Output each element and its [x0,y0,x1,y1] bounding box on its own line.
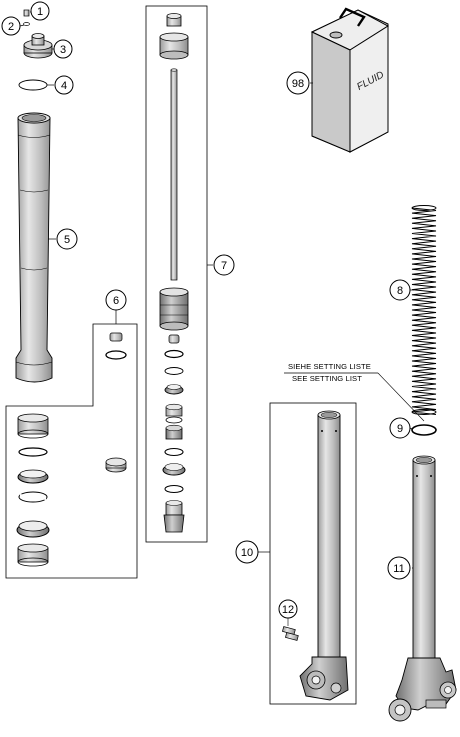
callout-number: 11 [393,563,404,575]
callout-2: 2 [1,16,21,36]
callout-circle [286,71,310,95]
fluid-can: FLUID [310,7,389,153]
callout-number: 5 [64,234,70,246]
callout-circle [56,228,78,250]
callout-circle [54,75,74,95]
callout-circle [1,16,21,36]
callout-number: 7 [221,260,227,272]
callout-circle [105,289,127,311]
callout-number: 4 [61,80,67,92]
screws-part [281,626,299,641]
callout-circle [387,556,411,580]
setting-note-en: SEE SETTING LIST [292,374,362,383]
callout-circle [389,279,411,301]
top-cap-part [23,33,53,59]
callout-4: 4 [54,75,74,95]
inner-tube-left-part [299,410,349,701]
callout-circle [389,417,411,439]
callout-number: 6 [113,295,119,307]
part-7-group-frame [145,5,208,543]
washer-part [411,424,437,436]
callout-number: 2 [8,21,14,33]
screw-part [23,9,30,26]
callout-number: 9 [397,423,403,435]
part-6-group-frame [5,323,138,579]
callout-9: 9 [389,417,411,439]
callout-3: 3 [53,39,73,59]
inner-tube-right-part [388,455,457,722]
setting-note-de: SIEHE SETTING LISTE [288,362,371,371]
callout-12: 12 [278,599,298,619]
callout-circle [213,254,235,276]
callout-1: 1 [30,1,50,21]
callout-number: 8 [397,285,403,297]
cartridge-parts [159,13,189,533]
callout-number: 1 [37,6,43,18]
callout-number: 10 [241,547,253,559]
callout-5: 5 [56,228,78,250]
callout-11: 11 [387,556,411,580]
callout-number: 98 [292,78,304,90]
callout-circle [30,1,50,21]
callout-7: 7 [213,254,235,276]
part-6-components [16,332,127,567]
part-10-group-frame [269,402,357,705]
callout-circle [53,39,73,59]
callout-number: 12 [282,604,294,616]
outer-tube-part [15,112,53,383]
spring-end [411,409,437,415]
callout-circle [235,540,259,564]
spring-part [411,205,437,416]
callout-10: 10 [235,540,259,564]
callout-98: 98 [286,71,310,95]
callout-circle [278,599,298,619]
spring-end [411,205,437,211]
callout-number: 3 [60,44,66,56]
o-ring-part [18,79,48,91]
callout-8: 8 [389,279,411,301]
callout-6: 6 [105,289,127,311]
